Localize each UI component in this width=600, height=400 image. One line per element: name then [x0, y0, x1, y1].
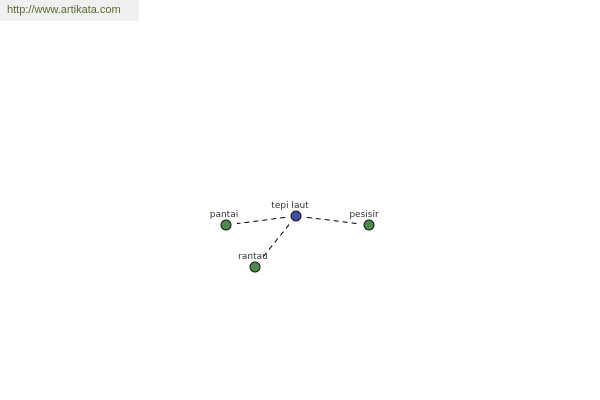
node-rantau[interactable]: [249, 261, 261, 273]
source-url-bar[interactable]: http://www.artikata.com: [0, 0, 139, 21]
label-rantau: rantau: [238, 252, 268, 262]
node-pesisir[interactable]: [363, 219, 375, 231]
label-center: tepi laut: [271, 201, 309, 211]
label-pesisir: pesisir: [349, 210, 379, 220]
label-pantai: pantai: [210, 210, 238, 220]
edge-layer: [236, 216, 359, 259]
source-url-link[interactable]: http://www.artikata.com: [7, 4, 121, 16]
node-center[interactable]: [290, 210, 302, 222]
edge-center-rantau: [261, 224, 290, 259]
label-layer: tepi laut pantai pesisir rantau: [210, 201, 379, 262]
node-layer: [220, 210, 375, 273]
edge-center-pantai: [236, 216, 286, 225]
node-pantai[interactable]: [220, 219, 232, 231]
